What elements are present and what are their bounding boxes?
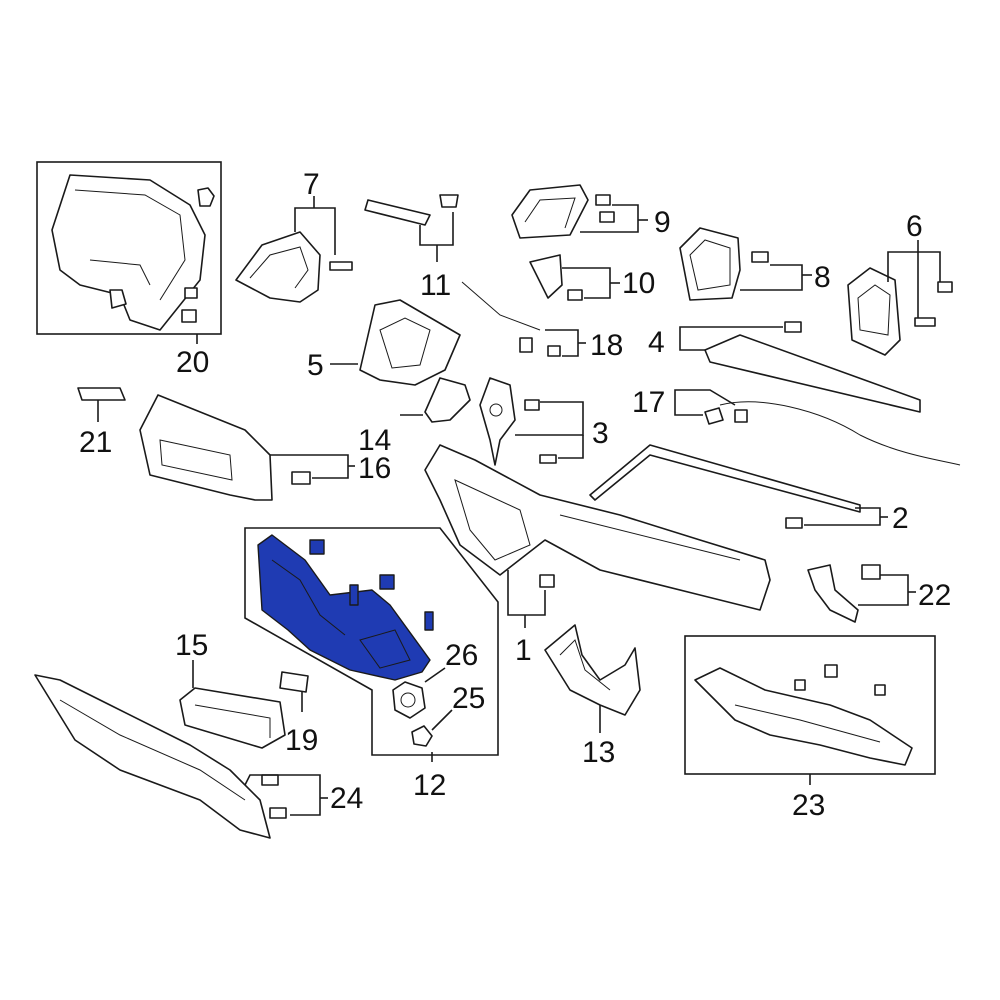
- highlight-screw-2: [424, 611, 434, 631]
- part-1-dash-frame: [424, 444, 771, 611]
- part-2-strip: [589, 444, 861, 529]
- part-14-trim: [424, 377, 471, 423]
- callout-26: 26: [445, 639, 478, 672]
- callout-17: 17: [632, 386, 665, 419]
- part-21-strip: [77, 387, 126, 401]
- callout-12: 12: [413, 769, 446, 802]
- highlight-panel: [257, 534, 431, 681]
- callout-23: 23: [792, 789, 825, 822]
- inset-box-23: [684, 635, 936, 775]
- highlight-screw-1: [349, 584, 359, 606]
- highlight-clip-2: [379, 574, 395, 590]
- callout-1: 1: [515, 634, 532, 667]
- part-9-vent: [511, 184, 615, 239]
- callout-15: 15: [175, 629, 208, 662]
- callout-22: 22: [918, 579, 951, 612]
- highlighted-part-12: [257, 534, 434, 681]
- part-7-vent: [235, 231, 353, 303]
- callout-14: 14: [358, 424, 391, 457]
- callout-20: 20: [176, 346, 209, 379]
- callout-25: 25: [452, 682, 485, 715]
- callout-10: 10: [622, 267, 655, 300]
- callout-9: 9: [654, 206, 671, 239]
- inset-box-12: [244, 527, 499, 756]
- callout-21: 21: [79, 426, 112, 459]
- callout-19: 19: [285, 724, 318, 757]
- part-3-bracket: [479, 377, 557, 466]
- part-11-strip: [364, 194, 459, 226]
- callout-24: 24: [330, 782, 363, 815]
- callout-2: 2: [892, 502, 909, 535]
- part-24-lower-panel: [34, 674, 287, 839]
- part-15-module: [179, 687, 286, 749]
- part-6-vent: [847, 267, 953, 356]
- part-5-trim-panel: [359, 299, 461, 386]
- callout-6: 6: [906, 210, 923, 243]
- part-16-panel: [139, 394, 311, 501]
- callout-7: 7: [303, 168, 320, 201]
- callout-13: 13: [582, 736, 615, 769]
- callout-3: 3: [592, 417, 609, 450]
- callout-11: 11: [420, 269, 451, 302]
- part-13-bracket: [544, 624, 641, 716]
- part-17-cable: [704, 401, 961, 466]
- callout-8: 8: [814, 261, 831, 294]
- highlight-clip-1: [309, 539, 325, 555]
- part-22-trim: [807, 564, 881, 623]
- part-8-vent: [679, 227, 769, 301]
- part-10-bracket: [529, 254, 583, 301]
- part-18-wiring: [461, 281, 561, 357]
- callout-5: 5: [307, 349, 324, 382]
- callout-16: 16: [358, 452, 391, 485]
- callout-18: 18: [590, 329, 623, 362]
- part-4-trim-strip: [704, 321, 921, 413]
- part-19-clip: [279, 671, 309, 693]
- inset-box-20: [36, 161, 222, 335]
- callout-4: 4: [648, 326, 665, 359]
